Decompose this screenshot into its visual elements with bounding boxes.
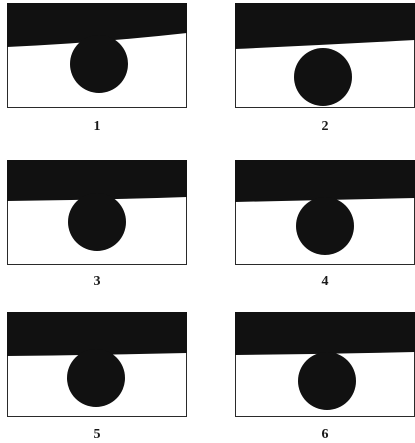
panel-1 <box>7 3 187 108</box>
panel-1-caption: 1 <box>7 120 187 134</box>
panel-4 <box>235 160 415 265</box>
panel-3 <box>7 160 187 265</box>
dark-disc <box>298 352 356 410</box>
panel-2-drawing <box>235 3 415 108</box>
dark-disc <box>67 349 125 407</box>
dark-disc <box>294 48 352 106</box>
panel-4-caption: 4 <box>235 275 415 289</box>
panel-3-caption: 3 <box>7 275 187 289</box>
panel-6-drawing <box>235 312 415 417</box>
panel-3-drawing <box>7 160 187 265</box>
dark-band <box>235 312 415 355</box>
panel-5 <box>7 312 187 417</box>
panel-1-drawing <box>7 3 187 108</box>
panel-5-caption: 5 <box>7 428 187 442</box>
dark-disc <box>296 197 354 255</box>
dark-band <box>235 160 415 202</box>
panel-5-drawing <box>7 312 187 417</box>
panel-6-caption: 6 <box>235 428 415 442</box>
dark-disc <box>68 193 126 251</box>
panel-4-drawing <box>235 160 415 265</box>
panel-6 <box>235 312 415 417</box>
dark-disc <box>70 35 128 93</box>
panel-2-caption: 2 <box>235 120 415 134</box>
panel-2 <box>235 3 415 108</box>
